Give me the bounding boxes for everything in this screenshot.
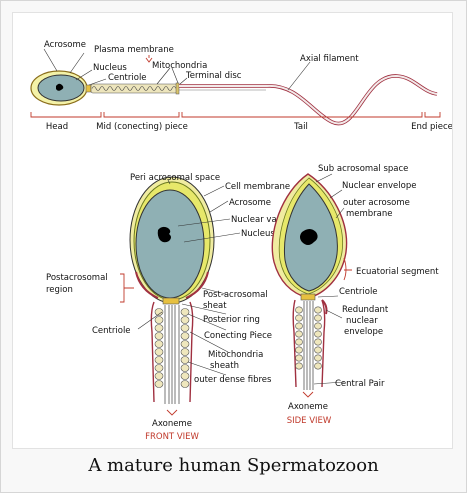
- label-front-acrosome: Acrosome: [229, 198, 271, 208]
- label-head: Head: [46, 122, 68, 132]
- label-nuclear-envelope: Nuclear envelope: [342, 181, 416, 191]
- side-view-drawing: [272, 174, 352, 397]
- label-side-axoneme: Axoneme: [288, 402, 328, 412]
- top-tail-outer: [179, 76, 437, 124]
- top-sperm-drawing: [31, 49, 440, 124]
- label-peri-acrosomal-space: Peri acrosomal space: [130, 173, 220, 183]
- label-mitochondria: Mitochondria: [152, 61, 207, 71]
- label-sub-acrosomal-space: Sub acrosomal space: [318, 164, 408, 174]
- label-redundant-2: nuclear: [346, 316, 378, 326]
- label-terminal-disc: Terminal disc: [185, 71, 242, 81]
- label-side-view: SIDE VIEW: [287, 416, 332, 426]
- label-front-centriole: Centriole: [92, 326, 131, 336]
- top-tail-inner: [179, 76, 437, 124]
- label-plasma-membrane: Plasma membrane: [94, 45, 174, 55]
- label-mitochondria-sheath-1: Mitochondria: [208, 350, 263, 360]
- top-centriole-mark: [86, 85, 91, 92]
- label-redundant-1: Redundant: [342, 305, 389, 315]
- label-axial-filament: Axial filament: [300, 54, 359, 64]
- label-post-acrosomal-1: Post-acrosomal: [203, 290, 268, 300]
- label-conecting-piece: Conecting Piece: [204, 331, 272, 341]
- side-axoneme-fibres: [304, 301, 313, 390]
- label-outer-acrosome-1: outer acrosome: [343, 198, 410, 208]
- front-centriole-mark: [163, 298, 179, 304]
- label-outer-acrosome-2: membrane: [346, 209, 393, 219]
- figure-caption: A mature human Spermatozoon: [0, 455, 467, 476]
- label-cell-membrane: Cell membrane: [225, 182, 290, 192]
- label-posterior-ring: Posterior ring: [203, 315, 260, 325]
- label-ecuatorial-segment: Ecuatorial segment: [356, 267, 439, 277]
- label-postacrosomal-2: region: [46, 285, 73, 295]
- side-mitochondria-sheath: [296, 307, 322, 369]
- top-terminal-disc: [176, 83, 179, 94]
- label-post-acrosomal-2: sheat: [203, 301, 227, 311]
- label-mitochondria-sheath-2: sheath: [210, 361, 239, 371]
- label-mid-piece: Mid (conecting) piece: [96, 122, 188, 132]
- front-nucleus: [136, 190, 204, 298]
- side-centriole-mark: [301, 294, 315, 300]
- label-side-centriole: Centriole: [339, 287, 378, 297]
- label-front-nucleus: Nucleus: [241, 229, 275, 239]
- spermatozoon-diagram: Acrosome Plasma membrane Nucleus Centrio…: [12, 12, 452, 448]
- label-central-pair: Central Pair: [335, 379, 385, 389]
- label-front-view: FRONT VIEW: [145, 432, 199, 442]
- label-end-piece: End piece: [411, 122, 452, 132]
- label-tail: Tail: [293, 122, 308, 132]
- front-axoneme-fibres: [165, 305, 179, 404]
- label-outer-dense-fibres: outer dense fibres: [194, 375, 272, 385]
- label-top-nucleus: Nucleus: [93, 63, 127, 73]
- label-front-axoneme: Axoneme: [152, 419, 192, 429]
- label-postacrosomal-1: Postacrosomal: [46, 273, 108, 283]
- label-redundant-3: envelope: [344, 327, 383, 337]
- label-top-centriole: Centriole: [108, 73, 147, 83]
- label-top-acrosome: Acrosome: [44, 40, 86, 50]
